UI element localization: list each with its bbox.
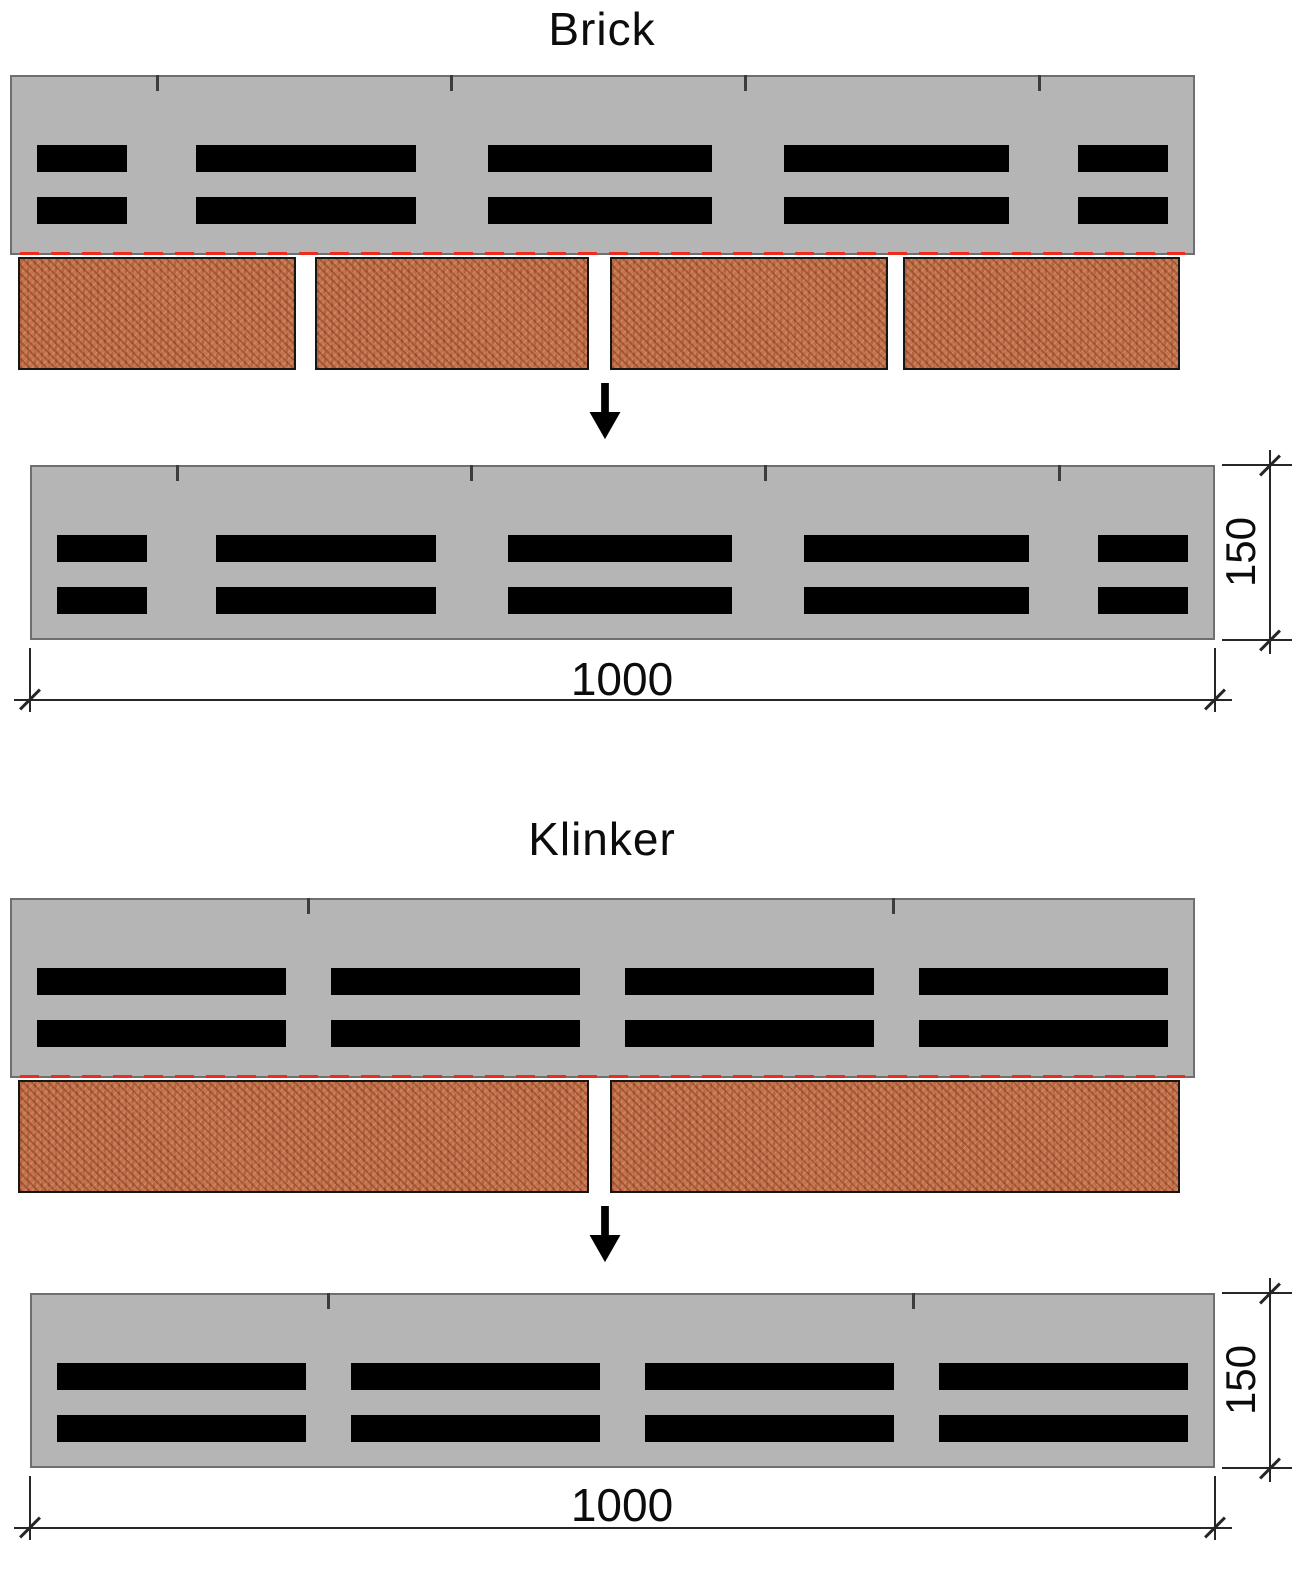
vent-slot	[487, 197, 713, 224]
vent-slot	[216, 587, 436, 614]
dim-label-width: 1000	[570, 1479, 674, 1531]
klinker-course-row	[10, 1078, 1195, 1198]
cut-line-red-dashed	[20, 1075, 1185, 1078]
vent-slot	[624, 1020, 875, 1047]
dimension-line	[14, 1527, 1232, 1529]
cut-line-red-dashed	[20, 252, 1185, 255]
tab-joint-tick	[307, 898, 311, 914]
vent-slot	[487, 145, 713, 172]
vent-slot	[36, 968, 286, 995]
vent-slot	[36, 1020, 286, 1047]
dimension-line	[14, 699, 1232, 701]
dimension-line	[1269, 1278, 1271, 1482]
vent-slot	[196, 197, 416, 224]
brick-block	[609, 257, 889, 370]
extension-line	[29, 1476, 31, 1540]
vent-slot	[196, 145, 416, 172]
vent-slot	[939, 1415, 1189, 1442]
tab-joint-tick	[911, 1293, 915, 1309]
vent-slot	[1078, 197, 1169, 224]
extension-line	[1222, 1467, 1292, 1469]
brick-shingle-strip-result	[30, 465, 1215, 640]
brick-block	[903, 257, 1180, 370]
brick-block	[609, 1080, 1180, 1193]
brick-block	[314, 257, 590, 370]
klinker-shingle-strip-result	[30, 1293, 1215, 1468]
vent-slot	[804, 587, 1029, 614]
section-title-klinker: Klinker	[528, 813, 676, 865]
brick-course-row	[10, 255, 1195, 375]
brick-block	[18, 257, 296, 370]
vent-slot	[784, 197, 1009, 224]
vent-slot	[36, 145, 127, 172]
extension-line	[1222, 639, 1292, 641]
tab-joint-tick	[891, 898, 895, 914]
tab-joint-tick	[744, 75, 748, 91]
vent-slot	[350, 1415, 601, 1442]
vent-slot	[644, 1415, 895, 1442]
vent-slot	[330, 968, 581, 995]
vent-slot	[644, 1363, 895, 1390]
section-title-brick: Brick	[548, 3, 656, 55]
dim-label-height: 150	[1217, 1344, 1264, 1416]
vent-slot	[624, 968, 875, 995]
tab-joint-tick	[1058, 465, 1062, 481]
tab-joint-tick	[1038, 75, 1042, 91]
extension-line	[1222, 464, 1292, 466]
vent-slot	[1078, 145, 1169, 172]
down-arrow-icon	[589, 1206, 621, 1263]
down-arrow-icon	[589, 383, 621, 440]
tab-joint-tick	[156, 75, 160, 91]
klinker-shingle-strip-top	[10, 898, 1195, 1078]
tab-joint-tick	[470, 465, 474, 481]
vent-slot	[56, 1363, 306, 1390]
vent-slot	[939, 1363, 1189, 1390]
vent-slot	[56, 535, 147, 562]
tab-joint-tick	[176, 465, 180, 481]
vent-slot	[36, 197, 127, 224]
tab-joint-tick	[764, 465, 768, 481]
vent-slot	[784, 145, 1009, 172]
dim-label-width: 1000	[570, 653, 674, 705]
dimension-line	[1269, 450, 1271, 654]
tab-joint-tick	[450, 75, 454, 91]
vent-slot	[1098, 535, 1189, 562]
extension-line	[29, 648, 31, 712]
vent-slot	[330, 1020, 581, 1047]
vent-slot	[350, 1363, 601, 1390]
vent-slot	[804, 535, 1029, 562]
vent-slot	[56, 587, 147, 614]
dim-label-height: 150	[1217, 516, 1264, 588]
extension-line	[1214, 1476, 1216, 1540]
vent-slot	[919, 968, 1169, 995]
vent-slot	[1098, 587, 1189, 614]
extension-line	[1214, 648, 1216, 712]
brick-block	[18, 1080, 590, 1193]
vent-slot	[507, 587, 733, 614]
vent-slot	[56, 1415, 306, 1442]
brick-shingle-strip-top	[10, 75, 1195, 255]
vent-slot	[216, 535, 436, 562]
extension-line	[1222, 1292, 1292, 1294]
vent-slot	[507, 535, 733, 562]
vent-slot	[919, 1020, 1169, 1047]
tab-joint-tick	[327, 1293, 331, 1309]
